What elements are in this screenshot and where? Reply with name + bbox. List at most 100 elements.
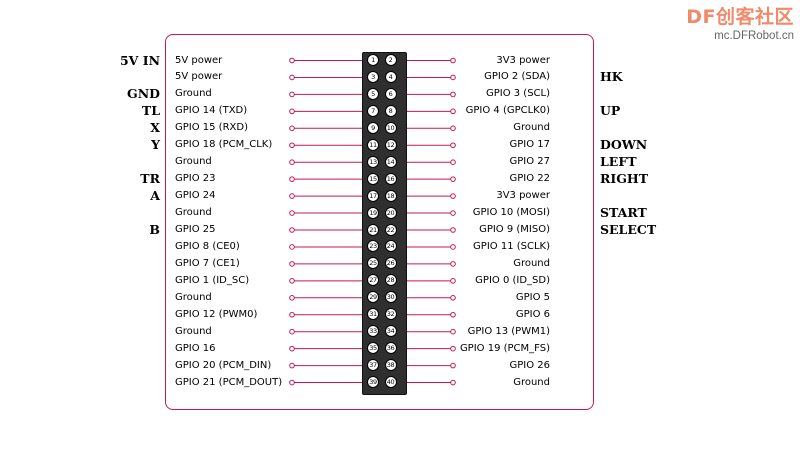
pin-label: GPIO 20 (PCM_DIN) [175,359,272,371]
pin-label: Ground [513,122,550,134]
pin-27: 27 [367,274,379,287]
pin-5: 5 [367,87,379,100]
pin-7: 7 [367,104,379,117]
pin-label: GPIO 10 (MOSI) [472,207,550,219]
pin-30: 30 [384,291,397,304]
connector-end-dot [450,379,456,386]
pin-label: GPIO 5 [515,291,550,303]
connector-end-dot [450,311,456,318]
connector-end-dot [450,345,456,352]
pin-31: 31 [367,308,379,321]
pin-label: GPIO 24 [175,190,216,202]
pin-label: GPIO 12 (PWM0) [175,308,258,320]
pin-6: 6 [384,87,397,100]
pin-label: GPIO 13 (PWM1) [467,325,550,337]
connector-end-dot [289,244,295,250]
connector-end-dot [289,176,295,182]
pin-label: GPIO 15 (RXD) [175,122,248,134]
diagram-frame [165,34,594,410]
pin-38: 38 [384,359,397,372]
pin-label: GPIO 6 [515,308,550,320]
pin-12: 12 [384,138,397,151]
pin-label: GPIO 1 (ID_SC) [175,274,250,286]
connector-end-dot [450,193,456,199]
pin-32: 32 [384,308,397,321]
connector-end-dot [450,227,456,233]
left-mapping-label: GND [127,86,160,102]
pin-label: GPIO 23 [175,173,216,185]
pin-21: 21 [367,223,379,236]
left-mapping-label: B [149,222,160,237]
connector-end-dot [289,227,295,233]
right-mapping-label: LEFT [600,154,637,170]
pin-9: 9 [367,121,379,134]
connector-end-dot [289,108,295,115]
pin-39: 39 [367,376,379,389]
pin-36: 36 [384,342,397,355]
left-mapping-label: A [150,188,160,204]
pin-label: GPIO 3 (SCL) [485,88,550,100]
right-mapping-label: SELECT [600,222,657,237]
pin-label: GPIO 0 (ID_SD) [475,274,550,286]
pin-label: GPIO 9 (MISO) [479,224,550,235]
pin-25: 25 [367,257,379,270]
pin-10: 10 [384,121,397,134]
pin-label: Ground [513,376,550,388]
right-mapping-label: START [600,205,647,221]
connector-end-dot [450,142,456,149]
connector-end-dot [289,57,295,64]
right-mapping-label: HK [600,69,623,85]
connector-end-dot [289,379,295,386]
dfrobot-logo: DF创客社区 mc.DFRobot.cn [686,2,794,42]
pin-label: GPIO 26 [509,359,550,371]
pin-34: 34 [384,325,397,338]
pin-26: 26 [384,257,397,270]
pin-16: 16 [384,172,397,185]
pin-24: 24 [384,240,397,253]
connector-end-dot [450,91,456,98]
pin-label: GPIO 8 (CE0) [175,240,240,252]
right-mapping-label: DOWN [600,137,648,153]
pin-19: 19 [367,206,379,219]
pin-17: 17 [367,189,379,202]
pin-label: Ground [175,156,212,168]
connector-end-dot [289,295,295,301]
connector-end-dot [289,278,295,284]
pin-8: 8 [384,104,397,117]
connector-end-dot [289,345,295,352]
pin-13: 13 [367,155,379,168]
pin-label: Ground [175,207,212,219]
connector-end-dot [450,362,456,369]
pin-23: 23 [367,240,379,253]
pin-20: 20 [384,206,397,219]
pin-11: 11 [367,138,379,151]
pin-label: Ground [175,325,212,337]
connector-end-dot [450,210,456,216]
pin-label: GPIO 18 (PCM_CLK) [175,139,273,151]
pin-label: GPIO 2 (SDA) [484,71,550,83]
connector-end-dot [289,261,295,267]
connector-end-dot [289,91,295,98]
pin-14: 14 [384,155,397,168]
pin-37: 37 [367,359,379,372]
pin-label: GPIO 17 [509,139,550,151]
pin-label: 5V power [175,54,223,66]
pin-label: GPIO 22 [509,173,550,185]
pin-label: 3V3 power [496,54,550,66]
pin-15: 15 [367,172,379,185]
connector-end-dot [289,328,295,335]
left-mapping-label: TR [140,171,160,187]
connector-end-dot [450,261,456,267]
right-mapping-label: UP [600,103,621,119]
connector-end-dot [450,108,456,115]
connector-end-dot [450,57,456,64]
left-mapping-label: TL [141,103,160,119]
pin-label: GPIO 11 (SCLK) [473,240,550,252]
pin-2: 2 [384,54,397,66]
left-mapping-label: X [150,120,160,136]
logo-site: mc.DFRobot.cn [714,30,794,42]
pin-label: GPIO 27 [509,156,550,168]
connector-end-dot [289,159,295,165]
